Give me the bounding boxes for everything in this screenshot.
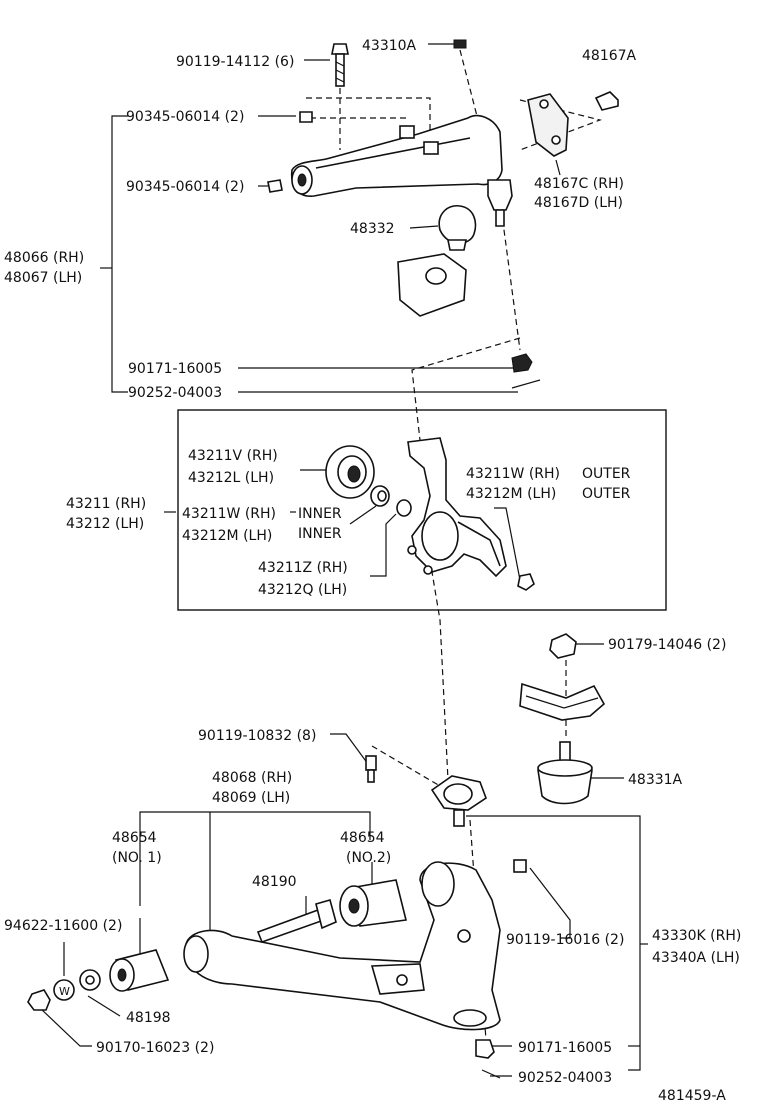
bolt-90345-06014-a — [299, 111, 313, 123]
steering-knuckle-frame — [177, 409, 667, 611]
steering-knuckle — [407, 437, 507, 578]
label-43330K: 43330K (RH) — [652, 928, 741, 944]
bump-stop-48332 — [397, 205, 477, 317]
ball-joint-43330K — [430, 775, 487, 827]
bearing-inner-43211W — [370, 485, 390, 507]
bolt-48190 — [256, 899, 337, 944]
label-90170-16023: 90170-16023 (2) — [96, 1040, 214, 1056]
label-no2: (NO.2) — [346, 850, 391, 866]
label-48066: 48066 (RH) — [4, 250, 84, 266]
bump-stop-48331A — [537, 741, 593, 805]
label-43212Q: 43212Q (LH) — [258, 582, 347, 598]
bolt-90345-06014-b — [267, 179, 283, 193]
bearing-43211Z — [396, 499, 412, 517]
label-90252-04003-a: 90252-04003 — [128, 385, 222, 401]
lower-control-arm — [183, 861, 501, 1031]
upper-control-arm — [290, 114, 513, 227]
label-90345-06014-a: 90345-06014 (2) — [126, 109, 244, 125]
label-43211W-outer: 43211W (RH) — [466, 466, 560, 482]
label-48332: 48332 — [350, 221, 395, 237]
label-48190: 48190 — [252, 874, 297, 890]
label-48167C: 48167C (RH) — [534, 176, 624, 192]
label-48068: 48068 (RH) — [212, 770, 292, 786]
part-labels: 90119-14112 (6) 43310A 48167A 90345-0601… — [4, 38, 741, 1104]
label-outer-b: OUTER — [582, 486, 631, 502]
nut-90179-14046 — [549, 633, 577, 659]
label-48167A: 48167A — [582, 48, 637, 64]
label-inner-a: INNER — [298, 506, 342, 522]
label-48069: 48069 (LH) — [212, 790, 290, 806]
label-90171-16005-a: 90171-16005 — [128, 361, 222, 377]
cotter-90252-04003-a — [511, 379, 541, 389]
bolt-90119-14112 — [331, 43, 349, 87]
nut-90170-16023 — [27, 989, 51, 1011]
label-43211V: 43211V (RH) — [188, 448, 278, 464]
label-43310A: 43310A — [362, 38, 417, 54]
label-48067: 48067 (LH) — [4, 270, 82, 286]
bracket-48167C — [527, 93, 569, 157]
label-43212: 43212 (LH) — [66, 516, 144, 532]
label-48198: 48198 — [126, 1010, 171, 1026]
label-90119-16016: 90119-16016 (2) — [506, 932, 624, 948]
bolt-90119-10832 — [365, 755, 377, 783]
label-48654-no2: 48654 — [340, 830, 385, 846]
frame-bracket — [519, 682, 606, 721]
label-43211Z: 43211Z (RH) — [258, 560, 348, 576]
label-48167D: 48167D (LH) — [534, 195, 623, 211]
label-94622-11600: 94622-11600 (2) — [4, 918, 122, 934]
bushing-48654-no2 — [339, 879, 407, 927]
nut-90171-16005-a — [511, 353, 533, 373]
label-90252-04003-b: 90252-04003 — [518, 1070, 612, 1086]
label-90171-16005-b: 90171-16005 — [518, 1040, 612, 1056]
bolt-43310A — [453, 39, 467, 49]
label-43212L: 43212L (LH) — [188, 470, 274, 486]
seal-43211V — [325, 445, 375, 499]
label-inner-b: INNER — [298, 526, 342, 542]
label-43211W-inner: 43211W (RH) — [182, 506, 276, 522]
bushing-48654-no1 — [109, 949, 170, 992]
nut-90171-16005-b — [475, 1039, 495, 1059]
label-43211: 43211 (RH) — [66, 496, 146, 512]
label-43340A: 43340A (LH) — [652, 950, 740, 966]
leader-lines — [39, 43, 648, 1077]
label-diagram-ref: 481459-A — [658, 1088, 726, 1104]
label-48654-no1: 48654 — [112, 830, 157, 846]
washer-w-94622 — [53, 979, 75, 1001]
label-90119-10832: 90119-10832 (8) — [198, 728, 316, 744]
label-48331A: 48331A — [628, 772, 683, 788]
label-outer-a: OUTER — [582, 466, 631, 482]
cotter-90252-04003-b — [481, 1069, 501, 1079]
bolt-48167A — [594, 91, 619, 111]
label-43212M-outer: 43212M (LH) — [466, 486, 556, 502]
label-43212M-inner: 43212M (LH) — [182, 528, 272, 544]
bolt-90119-16016 — [513, 859, 527, 873]
label-90119-14112: 90119-14112 (6) — [176, 54, 294, 70]
label-90345-06014-b: 90345-06014 (2) — [126, 179, 244, 195]
label-no1: (NO. 1) — [112, 850, 162, 866]
label-90179-14046: 90179-14046 (2) — [608, 637, 726, 653]
washer-48198 — [79, 969, 101, 991]
bearing-outer-43211W — [517, 573, 535, 591]
label-w: W — [59, 985, 70, 998]
